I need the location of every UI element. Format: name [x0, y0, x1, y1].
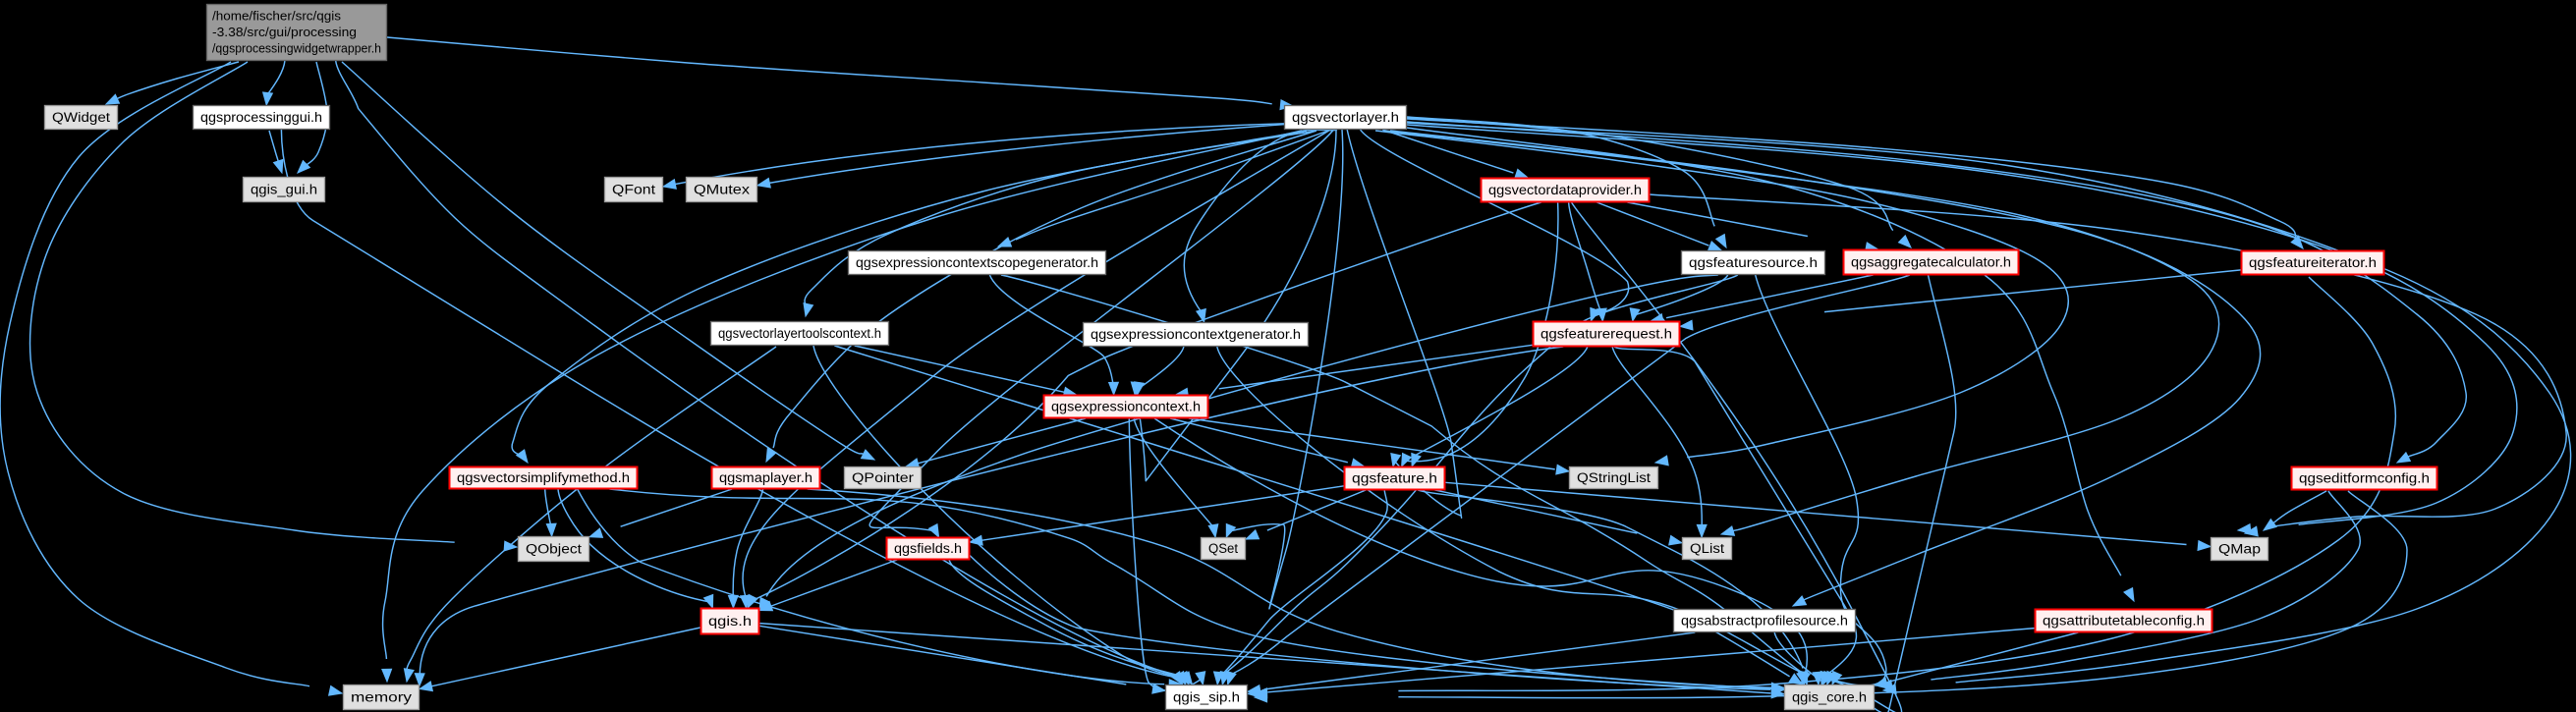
- svg-text:QWidget: QWidget: [52, 110, 110, 125]
- svg-text:qgsfeature.h: qgsfeature.h: [1352, 471, 1437, 486]
- svg-text:/qgsprocessingwidgetwrapper.h: /qgsprocessingwidgetwrapper.h: [212, 40, 381, 55]
- svg-text:qgsfeatureiterator.h: qgsfeatureiterator.h: [2249, 255, 2377, 270]
- svg-text:qgis_gui.h: qgis_gui.h: [251, 183, 317, 197]
- svg-text:qgsvectordataprovider.h: qgsvectordataprovider.h: [1488, 183, 1642, 197]
- svg-text:QStringList: QStringList: [1577, 470, 1651, 485]
- svg-text:qgis_core.h: qgis_core.h: [1792, 690, 1867, 705]
- svg-text:QObject: QObject: [526, 542, 582, 557]
- svg-text:qgsprocessinggui.h: qgsprocessinggui.h: [200, 110, 322, 125]
- svg-text:qgsfeaturesource.h: qgsfeaturesource.h: [1689, 255, 1818, 270]
- svg-text:QMap: QMap: [2218, 542, 2261, 557]
- svg-text:-3.38/src/gui/processing: -3.38/src/gui/processing: [212, 25, 357, 39]
- svg-text:qgsfeaturerequest.h: qgsfeaturerequest.h: [1540, 327, 1672, 342]
- svg-text:qgsexpressioncontextscopegener: qgsexpressioncontextscopegenerator.h: [856, 255, 1098, 270]
- svg-text:qgsfields.h: qgsfields.h: [894, 541, 962, 556]
- svg-text:qgsvectorlayertoolscontext.h: qgsvectorlayertoolscontext.h: [718, 326, 881, 341]
- svg-text:qgsattributetableconfig.h: qgsattributetableconfig.h: [2043, 614, 2205, 629]
- svg-text:qgis.h: qgis.h: [708, 614, 752, 629]
- svg-text:/home/fischer/src/qgis: /home/fischer/src/qgis: [212, 9, 341, 24]
- svg-text:QMutex: QMutex: [694, 183, 750, 197]
- svg-text:qgseditformconfig.h: qgseditformconfig.h: [2299, 471, 2430, 486]
- svg-text:qgis_sip.h: qgis_sip.h: [1173, 690, 1240, 705]
- svg-text:qgsabstractprofilesource.h: qgsabstractprofilesource.h: [1681, 614, 1848, 629]
- svg-text:QSet: QSet: [1208, 541, 1238, 556]
- svg-text:qgsexpressioncontextgenerator.: qgsexpressioncontextgenerator.h: [1091, 327, 1301, 342]
- svg-text:qgsvectorlayer.h: qgsvectorlayer.h: [1292, 110, 1399, 125]
- svg-text:qgsvectorsimplifymethod.h: qgsvectorsimplifymethod.h: [457, 470, 630, 485]
- svg-text:qgsmaplayer.h: qgsmaplayer.h: [719, 470, 812, 485]
- svg-text:memory: memory: [351, 690, 412, 705]
- svg-text:QPointer: QPointer: [852, 470, 915, 485]
- svg-text:QFont: QFont: [612, 183, 655, 197]
- svg-text:qgsexpressioncontext.h: qgsexpressioncontext.h: [1051, 400, 1201, 414]
- svg-text:QList: QList: [1690, 541, 1724, 556]
- svg-text:qgsaggregatecalculator.h: qgsaggregatecalculator.h: [1851, 255, 2011, 270]
